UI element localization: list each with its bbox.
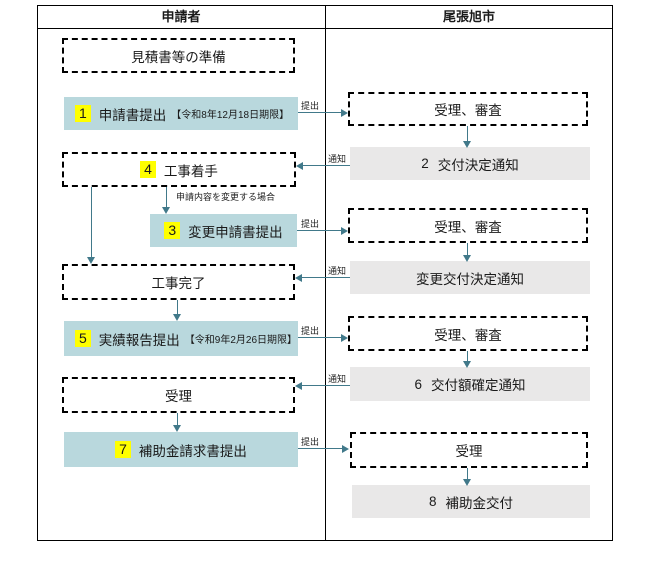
flow-box-application-submit: 1 申請書提出 【令和8年12月18日期限】 [64,97,298,130]
down-arrow-report-head [173,314,181,321]
box-label: 変更交付決定通知 [416,271,524,287]
notify-arrow-2-label: 通知 [328,266,347,276]
down-arrow-review1-to-step2 [467,126,468,142]
down-arrow-complete-head [87,257,95,264]
submit-arrow-3-label: 提出 [301,326,320,336]
notify-arrow-3 [302,385,350,386]
box-label: 受理、審査 [434,103,502,118]
box-label: 受理、審査 [434,327,502,343]
submit-arrow-4 [298,448,343,449]
box-label: 変更申請書提出 [188,224,283,240]
notify-arrow-3-head [295,382,302,390]
submit-arrow-1-label: 提出 [301,101,320,111]
flow-box-subsidy-claim-submit: 7 補助金請求書提出 [64,432,298,467]
submit-arrow-2-head [341,227,348,235]
box-label: 受理、審査 [434,219,502,235]
step-number: 8 [428,494,437,509]
flow-box-construction-complete: 工事完了 [62,264,295,300]
box-label: 実績報告提出 [98,332,180,348]
box-label: 受理 [455,444,483,459]
column-header-applicant: 申請者 [161,9,201,24]
notify-arrow-2 [302,277,350,278]
box-label: 申請書提出 [98,107,167,123]
flow-box-grant-amount-notice: 6 交付額確定通知 [350,367,590,401]
step-number-highlight: 7 [115,441,131,458]
notify-arrow-2-head [295,274,302,282]
down-arrow-claim-head [173,425,181,432]
deadline-note: 【令和9年2月26日期限】 [184,335,298,346]
header-divider-line [37,28,613,29]
down-arrow-review1-head [463,141,471,148]
box-label: 補助金交付 [445,495,514,511]
down-arrow-receipt-to-step8 [467,468,468,480]
submit-arrow-4-head [342,445,349,453]
flow-box-acceptance-applicant: 受理 [62,377,295,413]
flow-box-subsidy-payment: 8 補助金交付 [352,485,590,518]
box-label: 受理 [165,389,192,404]
submit-arrow-4-label: 提出 [301,437,320,447]
flow-box-construction-start: 4 工事着手 [62,152,296,187]
notify-arrow-3-label: 通知 [328,374,347,384]
flow-box-change-grant-decision-notice: 変更交付決定通知 [350,261,590,294]
box-label: 工事完了 [151,276,206,291]
step-number: 2 [421,156,429,171]
step-number-highlight: 4 [140,161,156,178]
down-arrow-receipt-head [463,479,471,486]
flow-box-acceptance-city: 受理 [350,432,588,468]
down-arrow-start-to-change-application [166,187,167,208]
down-arrow-review3-to-step6 [467,351,468,362]
submit-arrow-1-head [341,109,348,117]
flow-box-estimate-preparation: 見積書等の準備 [62,38,295,73]
down-arrow-change-application-head [162,207,170,214]
step-number: 6 [414,376,422,392]
down-arrow-start-to-complete [91,187,92,258]
flow-box-grant-decision-notice: 2 交付決定通知 [350,147,590,180]
down-arrow-review2-to-change-notice [467,243,468,256]
down-arrow-review3-head [463,361,471,368]
change-condition-note: 申請内容を変更する場合 [176,192,276,202]
down-arrow-complete-to-report [177,300,178,315]
box-label: 補助金請求書提出 [138,443,247,459]
box-label: 交付額確定通知 [431,378,526,393]
box-label: 工事着手 [163,163,218,179]
deadline-note: 【令和8年12月18日期限】 [171,110,290,121]
flow-box-change-application-submit: 3 変更申請書提出 [150,214,297,247]
down-arrow-review2-head [463,255,471,262]
down-arrow-acceptance-to-claim [177,413,178,426]
flow-box-review-2: 受理、審査 [348,208,588,243]
step-number-highlight: 1 [75,105,91,122]
flow-box-progress-report-submit: 5 実績報告提出 【令和9年2月26日期限】 [64,321,298,356]
notify-arrow-1-head [296,162,303,170]
submit-arrow-2 [297,230,342,231]
notify-arrow-1 [303,165,350,166]
notify-arrow-1-label: 通知 [328,154,347,164]
flow-box-review-1: 受理、審査 [348,92,588,126]
submit-arrow-3-head [341,334,348,342]
submit-arrow-2-label: 提出 [301,219,320,229]
step-number-highlight: 5 [75,330,91,347]
box-label: 見積書等の準備 [131,49,226,65]
column-header-city: 尾張旭市 [442,9,495,24]
submit-arrow-1 [298,112,342,113]
box-label: 交付決定通知 [437,157,519,173]
step-number-highlight: 3 [164,222,181,239]
flow-box-review-3: 受理、審査 [348,316,588,351]
submit-arrow-3 [298,337,342,338]
column-divider [325,5,326,541]
